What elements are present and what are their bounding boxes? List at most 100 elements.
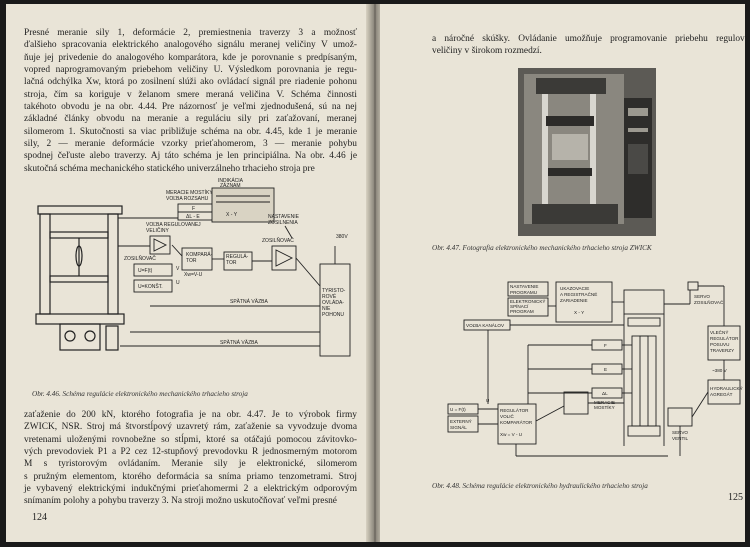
fig48-display-1: UKAZOVACIE — [560, 286, 589, 291]
fig48-u: U — [486, 398, 489, 403]
fig46-thy-2: ROVÉ — [322, 293, 337, 300]
fig48-ext-1: EXTERNÝ — [450, 418, 472, 424]
left-paragraph-1: Presné meranie sily 1, deformácie 2, pre… — [24, 27, 357, 175]
fig46-gain-2: ZOSILNENIA — [268, 220, 298, 226]
text-line: je vybavený elektrickými indukčnými prie… — [24, 484, 357, 495]
fig46-xy: X - Y — [226, 212, 238, 218]
figure-4-46-caption: Obr. 4.46. Schéma regulácie elektronické… — [32, 390, 248, 398]
figure-4-48-diagram: NASTAVENIE PROGRAMU ELEKTRONICKÝ SPÍNACÍ… — [447, 281, 743, 457]
fig48-e: E — [604, 367, 607, 372]
fig48-servo-amp-2: ZOSILŇOVAČ — [694, 299, 724, 305]
figure-4-47-caption: Obr. 4.47. Fotografia elektronického mec… — [432, 244, 652, 252]
fig46-thy-4: NIE — [322, 306, 331, 312]
fig46-v: V — [176, 266, 180, 272]
fig48-display-2: A REGISTRAČNÉ — [560, 291, 597, 297]
machine-frame — [35, 205, 125, 351]
fig46-feedback-2: SPÄTNÁ VÄZBA — [220, 339, 258, 346]
fig46-thy-3: OVLÁDA- — [322, 299, 344, 306]
fig48-program-2: PROGRAMU — [510, 290, 537, 295]
left-paragraph-2: zaťaženie do 200 kN, ktorého fotografia … — [24, 409, 357, 508]
fig48-xy: X - Y — [574, 310, 584, 315]
fig46-feedback-1: SPÄTNÁ VÄZBA — [230, 298, 268, 305]
fig48-channel: VOĽBA KANÁLOV — [466, 322, 505, 328]
fig46-indication-2: ZÁZNAM — [220, 182, 241, 189]
fig48-bridges-2: MOSTÍKY — [594, 404, 615, 410]
fig48-trav-4: TRAVERZY — [710, 348, 734, 353]
right-page: a náročné skúšky. Ovládanie umožňuje pro… — [380, 4, 745, 542]
fig46-gain-1: NASTAVENIE — [268, 214, 300, 220]
text-line: skutočná schéma mechanického statického … — [24, 163, 315, 174]
left-page-number: 124 — [32, 512, 47, 523]
fig46-constant: U=KONŠT. — [138, 283, 163, 290]
fig48-reg-3: KOMPARÁTOR — [500, 419, 533, 425]
fig46-indication-1: INDIKÁCIA — [218, 177, 244, 184]
text-line: spodnej čeľuste alebo traverzy. Aj táto … — [24, 151, 357, 162]
text-line: s pružným elementom, ktorého deformácia … — [24, 471, 357, 482]
fig46-reg-2: TOR — [226, 260, 237, 266]
figure-4-46-diagram: INDIKÁCIA ZÁZNAM MERACIE MOSTÍKY VOĽBA R… — [35, 177, 351, 357]
text-line: silomerom 1. Skutočnosti sa viac približ… — [24, 126, 357, 137]
text-line: takéhoto obvodu je na obr. 4.44. Pre náz… — [24, 102, 357, 113]
text-line: vretenami uloženými rovnobežne so stĺpmi… — [24, 434, 357, 445]
text-line: lačná odchýlka Xw, ktorá po zosilnení sl… — [24, 77, 357, 88]
text-line: ňuje jej privedenie do analogového kompa… — [24, 52, 357, 63]
text-line: Presné meranie sily 1, deformácie 2, pre… — [24, 28, 357, 38]
fig46-range-1: MERACIE MOSTÍKY — [166, 189, 213, 196]
fig46-f: F — [192, 206, 195, 212]
figure-4-48-caption: Obr. 4.48. Schéma regulácie elektronické… — [432, 482, 648, 490]
fig46-reg-1: REGULÁ- — [226, 253, 249, 260]
fig48-program-1: NASTAVENIE — [510, 284, 538, 289]
fig48-hyd-2: AGREGÁT — [710, 391, 733, 397]
fig48-hyd-1: HYDRAULICKÝ — [710, 385, 743, 391]
text-line: M s tyristorovým ovládaním. Meranie sily… — [24, 459, 357, 470]
fig48-trav-1: VLEČNÝ — [710, 329, 728, 335]
fig48-dl: ΔL — [602, 391, 608, 396]
text-line: a náročné skúšky. Ovládanie umožňuje pro… — [432, 34, 745, 44]
left-page: Presné meranie sily 1, deformácie 2, pre… — [6, 4, 372, 542]
text-line: zaťaženie do 200 kN, ktorého fotografia … — [24, 410, 357, 420]
text-line: vopred naprogramovaným priebehom veličin… — [24, 65, 357, 76]
text-line: stroja, čím sa koriguje v želanom smere … — [24, 89, 357, 100]
fig46-range-2: VOĽBA ROZSAHU — [166, 196, 209, 202]
fig48-diff: Xw = V - U — [500, 432, 522, 437]
fig46-var-2: VELIČINY — [146, 227, 169, 234]
text-line: základné články obvodu na meranie a regu… — [24, 114, 357, 125]
text-line: vých prevodoviek P1 a P2 cez 12-stupňový… — [24, 447, 357, 458]
text-line: ZWICK, NSR. Stroj má štvorstĺpový uzavre… — [24, 422, 357, 433]
figure-4-47-photo — [518, 68, 656, 236]
fig48-ep-1: ELEKTRONICKÝ — [510, 298, 545, 304]
book-gutter — [366, 4, 384, 542]
fig48-f: F — [604, 343, 607, 348]
fig48-voltage: ~380 V — [712, 368, 728, 373]
fig48-trav-3: POSUVU — [710, 342, 729, 347]
fig48-servo-amp-1: SERVO — [694, 294, 710, 299]
fig46-comp-2: TOR — [186, 258, 197, 264]
fig48-ep-2: SPÍNACÍ — [510, 303, 529, 309]
right-top-text: a náročné skúšky. Ovládanie umožňuje pro… — [432, 33, 745, 58]
right-page-number: 125 — [728, 492, 743, 503]
fig46-u: U — [176, 280, 180, 286]
fig48-ep-3: PROGRAM — [510, 309, 534, 314]
text-line: ďalšieho spracovania elektrického analog… — [24, 40, 357, 51]
fig48-reg-2: VOLIČ — [500, 413, 514, 419]
fig46-dl: ΔL - E — [186, 214, 200, 220]
fig48-valve-1: SERVO — [672, 430, 688, 435]
fig48-reg-1: REGULÁTOR — [500, 407, 529, 413]
fig46-voltage: 380V — [336, 234, 348, 240]
text-line: snímaním polohy a pohybu traverzy 3. Na … — [24, 496, 337, 507]
fig48-bridges-1: MERACIE — [594, 400, 615, 405]
fig46-function: U=F(t) — [138, 268, 153, 274]
text-line: veličiny v širokom rozmedzí. — [432, 46, 542, 57]
fig46-amp-1: ZOSILŇOVAČ — [124, 255, 156, 262]
fig46-diff: Xw=V-U — [184, 272, 203, 278]
fig48-ext-2: SIGNÁL — [450, 424, 467, 430]
fig46-thy-1: TYRISTO- — [322, 288, 346, 294]
fig48-function: U = F(t) — [450, 407, 466, 412]
text-line: sily, 2 — meranie deformácie vzorky prie… — [24, 139, 357, 150]
fig46-var-1: VOĽBA REGULOVANEJ — [146, 222, 201, 228]
fig46-amp-2: ZOSILŇOVAČ — [262, 237, 294, 244]
fig46-comp-1: KOMPARÁ- — [186, 251, 213, 258]
fig48-trav-2: REGULÁTOR — [710, 335, 739, 341]
fig48-valve-2: VENTIL — [672, 436, 689, 441]
fig48-display-3: ZARIADENIE — [560, 298, 588, 303]
